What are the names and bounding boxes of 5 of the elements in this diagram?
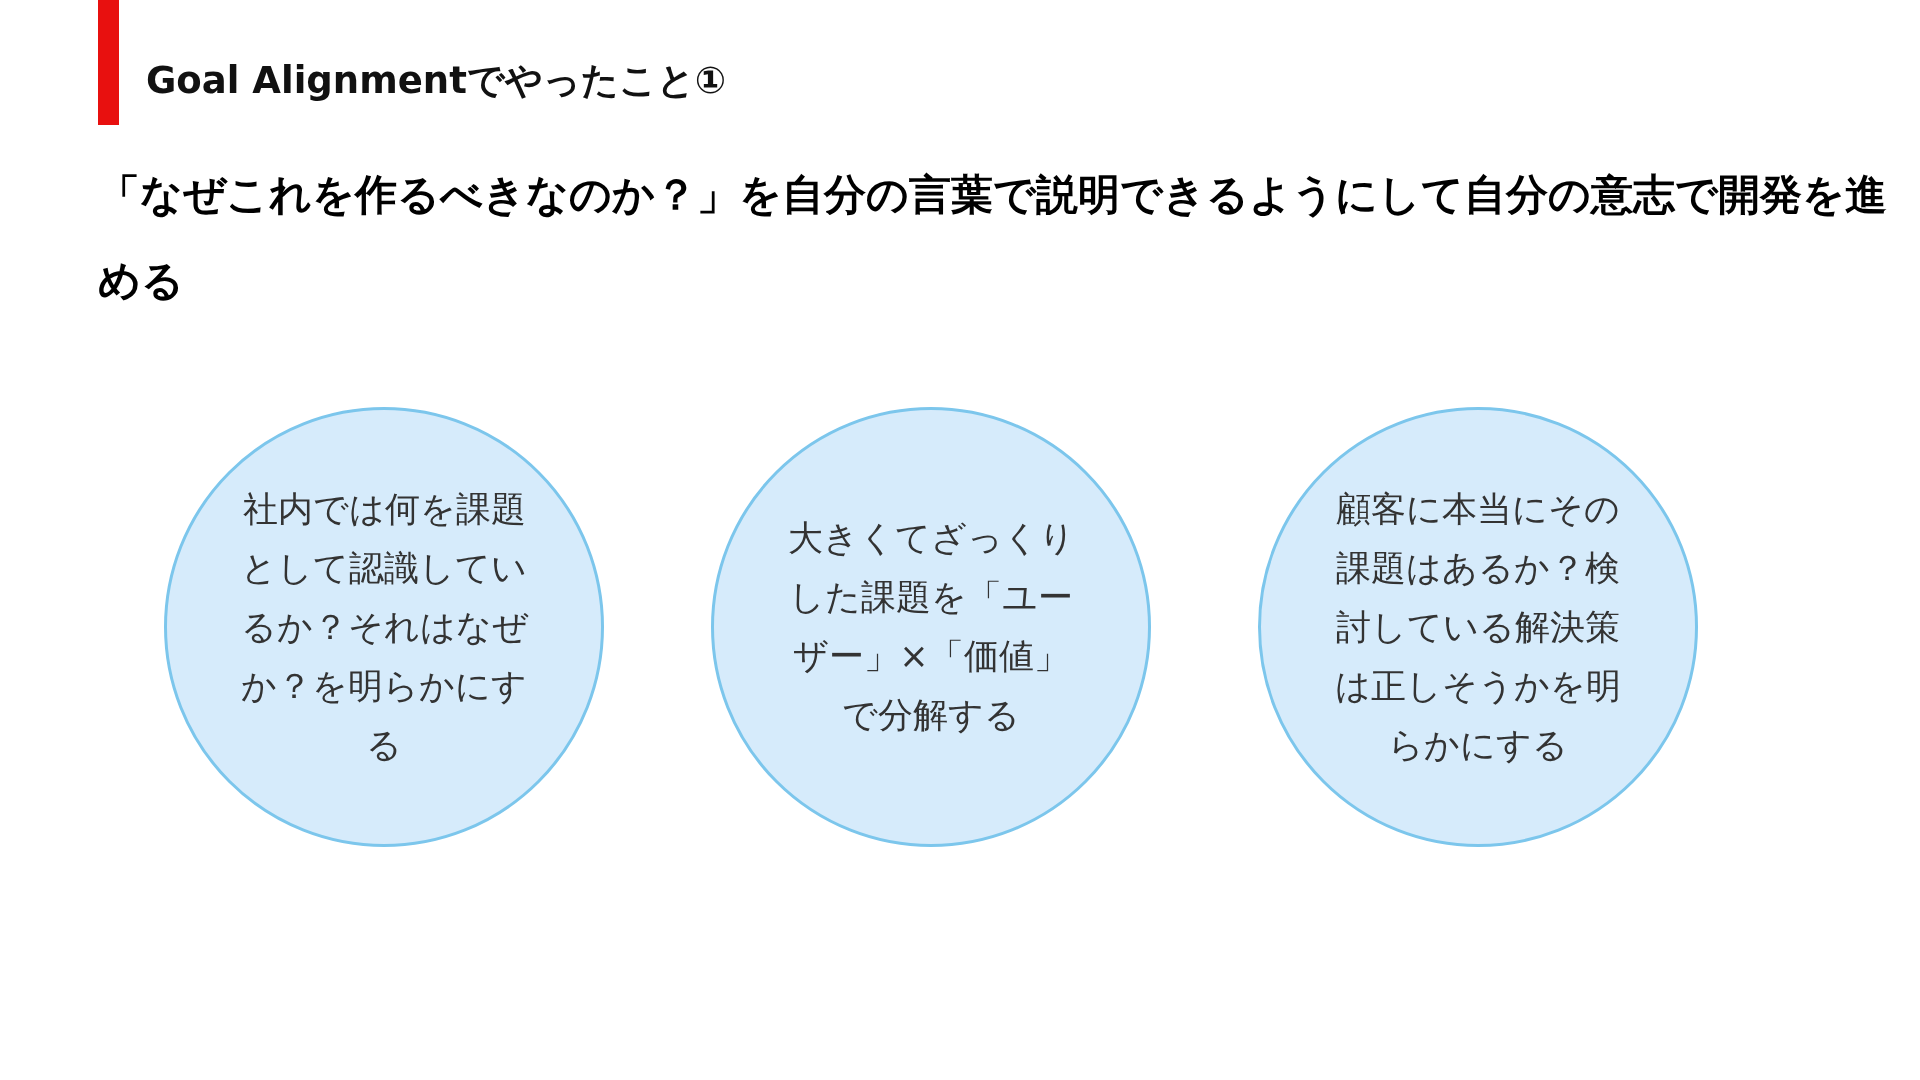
headline: 「なぜこれを作るべきなのか？」を自分の言葉で説明できるようにして自分の意志で開発を進める bbox=[98, 169, 1888, 307]
circle-text: 社内では何を課題として認識しているか？それはなぜか？を明らかにする bbox=[240, 487, 528, 767]
slide-title: Goal Alignmentでやったこと① bbox=[146, 58, 727, 104]
circle-text: 顧客に本当にその課題はあるか？検討している解決策は正しそうかを明らかにする bbox=[1334, 487, 1622, 767]
circle-text: 大きくてざっくりした課題を「ユーザー」×「価値」で分解する bbox=[787, 517, 1075, 737]
